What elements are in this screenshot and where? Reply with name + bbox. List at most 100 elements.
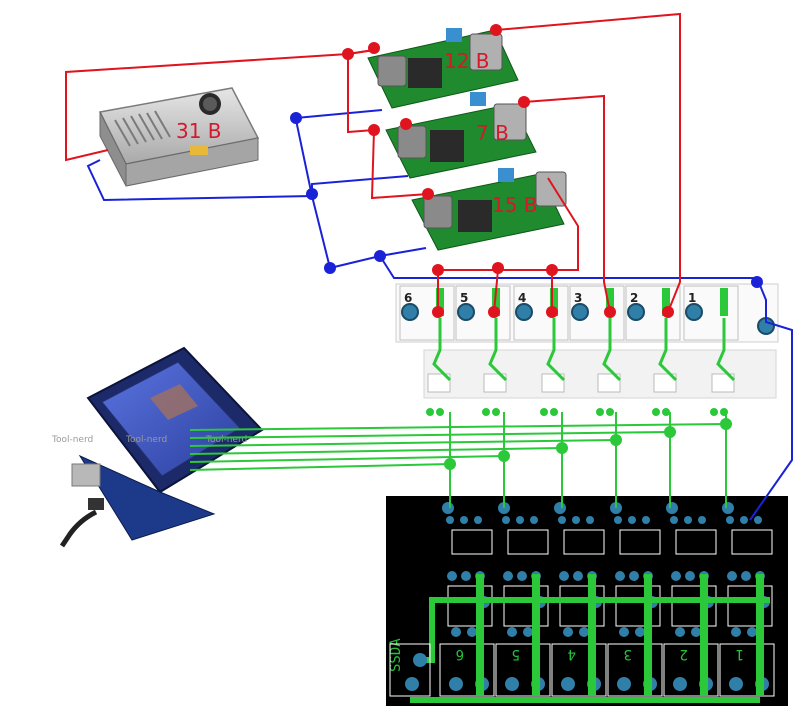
- top-cell-pad: [457, 303, 475, 321]
- bottom-terminal-outline: [551, 643, 607, 697]
- bottom-channel-label: 1: [736, 646, 744, 662]
- bottom-part-outline: [447, 585, 493, 627]
- top-cell-pin: [540, 408, 548, 416]
- top-cell-trace: [720, 288, 728, 316]
- bottom-part-outline: [563, 529, 605, 555]
- top-cell-frame: [625, 285, 681, 341]
- signal-wire: [189, 431, 671, 439]
- signal-junction: [498, 450, 510, 462]
- bottom-pad: [629, 571, 639, 581]
- bottom-channel-3: 4: [551, 502, 607, 697]
- supply-junction: [432, 264, 444, 276]
- bottom-pad: [726, 516, 734, 524]
- junction-dots: [290, 24, 763, 318]
- bottom-pad: [722, 502, 734, 514]
- bottom-channel-6: 1: [719, 502, 775, 697]
- bottom-pad: [741, 571, 751, 581]
- bottom-channel-4: 3: [607, 502, 663, 697]
- bottom-terminal-outline: [439, 643, 495, 697]
- top-cell-part: [541, 373, 565, 393]
- bottom-pad: [461, 571, 471, 581]
- signal-wire: [189, 463, 451, 471]
- bottom-pad: [530, 516, 538, 524]
- bottom-trace: [476, 574, 484, 696]
- supply-junction: [368, 42, 380, 54]
- ground-junction: [290, 112, 302, 124]
- supply-junction: [490, 24, 502, 36]
- bottom-pad: [642, 516, 650, 524]
- supply-junction: [422, 188, 434, 200]
- top-cell-pad: [685, 303, 703, 321]
- supply-junction: [546, 306, 558, 318]
- ground-junction: [374, 250, 386, 262]
- converter-7v-label: 7 B: [476, 121, 509, 145]
- top-cell-pin: [436, 408, 444, 416]
- top-cell-pin: [596, 408, 604, 416]
- power-supply-unit: 31 B: [98, 87, 260, 187]
- bottom-trace: [700, 574, 708, 696]
- bottom-terminal-pad: [729, 677, 743, 691]
- top-cell-pin: [652, 408, 660, 416]
- top-channel-5: 2: [625, 285, 681, 416]
- bottom-pad: [516, 516, 524, 524]
- bottom-channel-2: 5: [495, 502, 551, 697]
- top-cell-pin: [662, 408, 670, 416]
- bottom-terminal-pad: [673, 677, 687, 691]
- top-cell-trace: [550, 288, 558, 316]
- bottom-pad: [460, 516, 468, 524]
- signal-junction: [444, 458, 456, 470]
- bottom-pad: [517, 571, 527, 581]
- watermark-1: Tool-nerd: [51, 435, 93, 445]
- bottom-channel-1: 6: [439, 502, 495, 697]
- bottom-pad: [474, 516, 482, 524]
- bottom-pad: [675, 627, 685, 637]
- top-channel-3: 4: [513, 285, 569, 416]
- bottom-pad: [502, 516, 510, 524]
- bottom-pad: [740, 516, 748, 524]
- bottom-pad: [442, 502, 454, 514]
- pcb-side-label: SSDA: [388, 638, 404, 672]
- bottom-terminal-outline: [719, 643, 775, 697]
- bottom-pad: [503, 571, 513, 581]
- bottom-terminal-pad: [561, 677, 575, 691]
- supply-junction: [546, 264, 558, 276]
- top-cell-trace: [662, 288, 670, 316]
- bottom-pad: [573, 571, 583, 581]
- bottom-pad: [559, 571, 569, 581]
- top-channel-1: 6: [399, 285, 455, 416]
- bottom-pad: [447, 571, 457, 581]
- supply-junction: [518, 96, 530, 108]
- bottom-trace: [588, 574, 596, 696]
- converter-7v: 7 B: [385, 92, 537, 179]
- bottom-power-pad: [413, 653, 427, 667]
- top-cell-part: [483, 373, 507, 393]
- signal-junction: [720, 418, 732, 430]
- top-channel-4: 3: [569, 285, 625, 416]
- ground-junction: [306, 188, 318, 200]
- bottom-part-outline: [503, 585, 549, 627]
- supply-junction: [368, 124, 380, 136]
- top-cell-pad: [515, 303, 533, 321]
- top-cell-pad: [571, 303, 589, 321]
- bottom-pad: [691, 627, 701, 637]
- bottom-pad: [731, 627, 741, 637]
- supply-junction: [400, 118, 412, 130]
- signal-junction: [610, 434, 622, 446]
- signal-junction: [664, 426, 676, 438]
- bottom-part-outline: [675, 529, 717, 555]
- bottom-power-terminal: [389, 643, 431, 697]
- bottom-pad: [554, 502, 566, 514]
- bottom-part-outline: [451, 529, 493, 555]
- top-cell-frame: [683, 285, 739, 341]
- top-channel-label: 6: [404, 291, 412, 305]
- top-cell-trace: [436, 288, 444, 316]
- supply-junction: [342, 48, 354, 60]
- bottom-pad: [619, 627, 629, 637]
- top-cell-frame: [399, 285, 455, 341]
- converter-15v-label: 15 B: [492, 193, 538, 217]
- signal-junction: [556, 442, 568, 454]
- top-cell-track: [602, 318, 622, 382]
- bottom-pad: [685, 571, 695, 581]
